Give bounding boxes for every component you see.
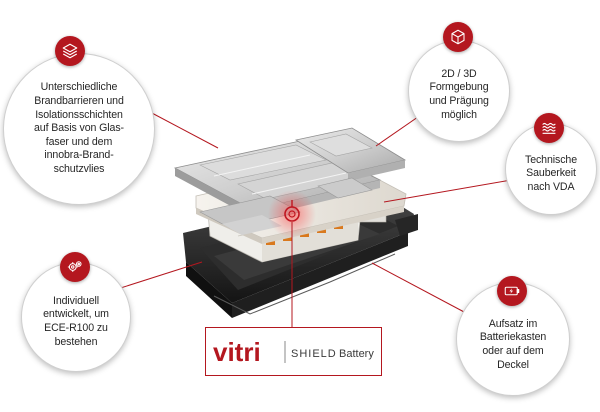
layers-icon	[62, 43, 78, 59]
callout-mounting-text: Aufsatz im Batteriekasten oder auf dem D…	[479, 317, 547, 371]
wave-layers-icon	[542, 122, 556, 134]
badge-forming	[443, 22, 473, 52]
vitri-shield-wordmark: vitri SHIELD Battery	[213, 337, 374, 367]
logo-brand-text: vitri	[213, 337, 261, 367]
logo-battery-text: Battery	[339, 348, 374, 360]
lid-cover	[173, 127, 407, 235]
leader-lines	[107, 109, 518, 327]
callout-fire-barriers: Unterschiedliche Brandbarrieren und Isol…	[3, 53, 155, 205]
cube-3d-icon	[451, 29, 465, 45]
logo-shield-text: SHIELD	[291, 348, 337, 360]
battery-bolt-icon	[504, 286, 520, 296]
callout-cleanliness: Technische Sauberkeit nach VDA	[505, 123, 597, 215]
callout-ece-r100-text: Individuell entwickelt, um ECE-R100 zu b…	[43, 294, 109, 348]
center-marker	[268, 190, 316, 238]
leader-line-cleanliness	[383, 178, 518, 203]
leader-line-fire-barriers	[149, 111, 219, 149]
gears-icon	[67, 261, 82, 272]
callout-cleanliness-text: Technische Sauberkeit nach VDA	[525, 153, 577, 193]
badge-fire-barriers	[55, 36, 85, 66]
leader-line-mounting	[371, 262, 467, 314]
callout-forming-text: 2D / 3D Formgebung und Prägung möglich	[429, 67, 489, 121]
leader-line-ece-r100	[107, 261, 203, 293]
vitri-shield-logo: vitri SHIELD Battery	[205, 327, 382, 376]
callout-fire-barriers-text: Unterschiedliche Brandbarrieren und Isol…	[34, 81, 124, 175]
badge-ece-r100	[60, 252, 90, 282]
callout-forming: 2D / 3D Formgebung und Prägung möglich	[408, 40, 510, 142]
badge-cleanliness	[534, 113, 564, 143]
badge-mounting	[497, 276, 527, 306]
